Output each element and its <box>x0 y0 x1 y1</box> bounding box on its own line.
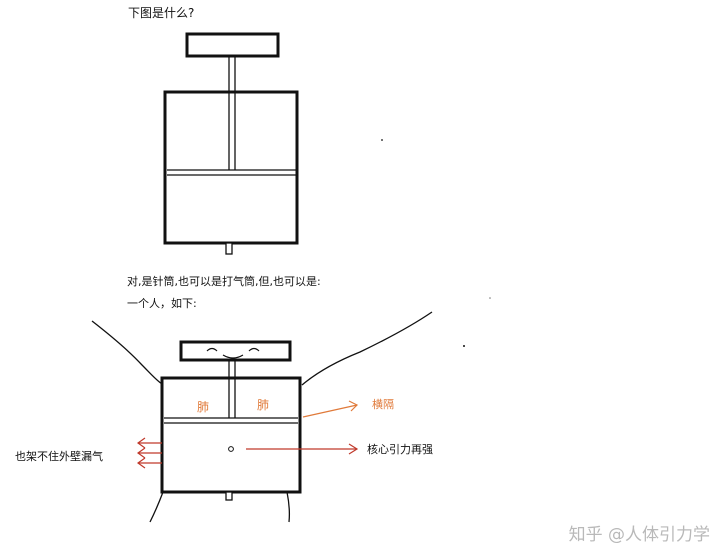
syringe-barrel <box>163 90 299 245</box>
mouth <box>222 354 244 359</box>
wall-leak-label: 也架不住外壁漏气 <box>15 450 103 463</box>
question-text: 下图是什么? <box>128 6 195 20</box>
answer-line-1: 对,是针筒,也可以是打气筒,但,也可以是: <box>127 275 321 288</box>
torso-nozzle <box>225 491 233 501</box>
diaphragm-label: 横隔 <box>372 398 394 411</box>
diaphragm-arrow-line <box>302 404 358 418</box>
core-point <box>228 446 234 452</box>
core-gravity-label: 核心引力再强 <box>367 443 433 456</box>
answer-line-2: 一个人，如下: <box>127 297 197 310</box>
lung-right-label: 肺 <box>257 398 270 412</box>
diaphragm-arrowhead <box>348 400 359 412</box>
right-eye <box>248 347 260 352</box>
watermark-text: 知乎 @人体引力学 <box>568 525 710 545</box>
left-eye <box>206 347 218 352</box>
right-arm <box>301 311 433 386</box>
core-arrowhead <box>348 443 359 455</box>
stray-dot-2 <box>463 345 465 347</box>
syringe-nozzle <box>225 242 233 255</box>
stray-dot <box>381 139 383 141</box>
person-diagram <box>91 297 491 523</box>
plunger-handle <box>185 32 280 58</box>
right-leg <box>286 491 291 523</box>
lung-left-label: 肺 <box>197 400 210 414</box>
torso-barrel <box>160 376 302 494</box>
left-arm <box>91 320 163 385</box>
left-leg <box>149 491 164 523</box>
stray-dot-3 <box>489 297 491 299</box>
syringe-diagram <box>163 32 383 255</box>
